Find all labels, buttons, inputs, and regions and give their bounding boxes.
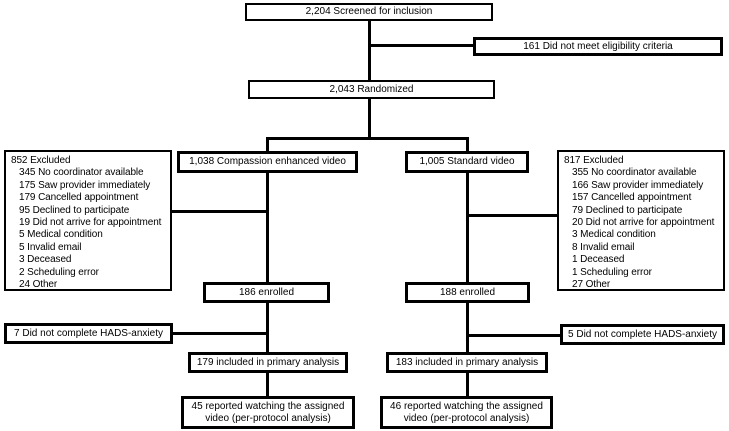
hads-compassion-box: 7 Did not complete HADS-anxiety	[4, 323, 173, 344]
standard-arm-box: 1,005 Standard video	[405, 151, 529, 173]
excluded-reason: 8 Invalid email	[572, 241, 635, 253]
connector-randomized-split	[368, 98, 371, 140]
excluded-reason: 157 Cancelled appointment	[572, 192, 692, 204]
primary-analysis-standard-label: 183 included in primary analysis	[395, 356, 539, 368]
excluded-reason: 95 Declined to participate	[19, 204, 130, 216]
enrolled-standard-box: 188 enrolled	[405, 282, 530, 303]
connector-arm-enrolled-left	[266, 172, 269, 283]
randomized-label: 2,043 Randomized	[329, 83, 414, 95]
connector-split-right-drop	[466, 138, 469, 152]
per-protocol-compassion-label: 45 reported watching the assigned video …	[191, 400, 345, 424]
connector-enrolled-primary-right	[466, 302, 469, 353]
enrolled-compassion-box: 186 enrolled	[203, 282, 330, 303]
excluded-reason: 24 Other	[19, 279, 58, 291]
excluded-reason: 19 Did not arrive for appointment	[19, 217, 162, 229]
per-protocol-standard-label: 46 reported watching the assigned video …	[390, 400, 543, 424]
screened-label: 2,204 Screened for inclusion	[305, 6, 433, 18]
excluded-reason: 1 Scheduling error	[572, 266, 652, 278]
connector-eligibility	[370, 44, 473, 47]
excluded-reason: 5 Medical condition	[19, 229, 103, 241]
connector-primary-protocol-left	[266, 372, 269, 397]
connector-screened-randomized	[368, 20, 371, 81]
enrolled-standard-label: 188 enrolled	[439, 286, 496, 298]
excluded-reason: 175 Saw provider immediately	[19, 179, 151, 191]
excluded-reason: 20 Did not arrive for appointment	[572, 217, 715, 229]
excluded-reason: 79 Declined to participate	[572, 204, 683, 216]
connector-primary-protocol-right	[466, 372, 469, 397]
connector-split-left-drop	[266, 138, 269, 152]
excluded-reason: 3 Deceased	[19, 254, 72, 266]
excluded-reason: 2 Scheduling error	[19, 266, 99, 278]
per-protocol-compassion-box: 45 reported watching the assigned video …	[181, 396, 355, 429]
not-eligible-label: 161 Did not meet eligibility criteria	[523, 40, 673, 52]
hads-standard-label: 5 Did not complete HADS-anxiety	[568, 328, 717, 340]
hads-standard-box: 5 Did not complete HADS-anxiety	[560, 324, 725, 345]
excluded-reason: 179 Cancelled appointment	[19, 192, 139, 204]
excluded-standard-title: 817 Excluded	[564, 155, 624, 166]
excluded-reason: 5 Invalid email	[19, 241, 82, 253]
excluded-reason: 27 Other	[572, 279, 611, 291]
connector-split-horizontal	[266, 137, 469, 140]
excluded-reason: 355 No coordinator available	[572, 167, 697, 179]
primary-analysis-standard-box: 183 included in primary analysis	[386, 352, 548, 373]
hads-compassion-label: 7 Did not complete HADS-anxiety	[14, 327, 163, 339]
excluded-standard-box: 817 Excluded 355 No coordinator availabl…	[557, 150, 725, 291]
excluded-reason: 3 Medical condition	[572, 229, 656, 241]
enrolled-compassion-label: 186 enrolled	[238, 286, 295, 298]
screened-box: 2,204 Screened for inclusion	[245, 3, 493, 21]
connector-excluded-left	[171, 210, 267, 213]
excluded-reason: 1 Deceased	[572, 254, 625, 266]
excluded-reason: 166 Saw provider immediately	[572, 179, 704, 191]
connector-enrolled-primary-left	[266, 302, 269, 353]
connector-arm-enrolled-right	[466, 172, 469, 283]
primary-analysis-compassion-label: 179 included in primary analysis	[196, 356, 340, 368]
excluded-compassion-title: 852 Excluded	[11, 155, 71, 166]
randomized-box: 2,043 Randomized	[248, 80, 495, 99]
not-eligible-box: 161 Did not meet eligibility criteria	[473, 37, 723, 56]
connector-excluded-right	[468, 214, 558, 217]
connector-hads-left	[172, 332, 267, 335]
excluded-compassion-box: 852 Excluded 345 No coordinator availabl…	[4, 150, 172, 291]
primary-analysis-compassion-box: 179 included in primary analysis	[188, 352, 348, 373]
per-protocol-standard-box: 46 reported watching the assigned video …	[380, 396, 553, 429]
connector-hads-right	[468, 334, 561, 337]
compassion-arm-box: 1,038 Compassion enhanced video	[177, 151, 358, 173]
excluded-reason: 345 No coordinator available	[19, 167, 144, 179]
standard-arm-label: 1,005 Standard video	[419, 156, 515, 168]
compassion-arm-label: 1,038 Compassion enhanced video	[189, 156, 346, 168]
